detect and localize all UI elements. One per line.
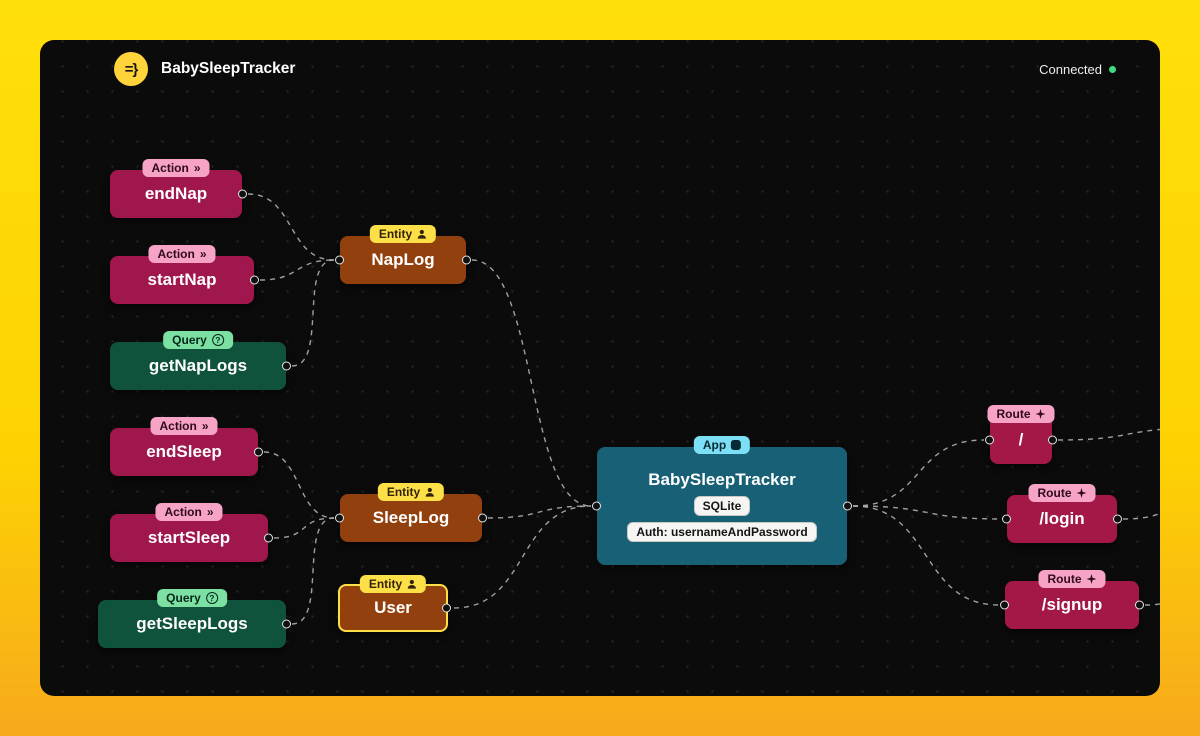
node-label: startSleep xyxy=(147,528,231,547)
entity-badge: Entity xyxy=(377,483,445,501)
port-left[interactable] xyxy=(985,435,994,445)
app-title: BabySleepTracker xyxy=(161,60,296,77)
node-label: BabySleepTracker xyxy=(648,470,796,489)
node-label: NapLog xyxy=(371,250,435,269)
entity-badge-label: Entity xyxy=(368,577,403,591)
port-right[interactable] xyxy=(1113,514,1122,524)
port-right[interactable] xyxy=(282,361,291,371)
port-right[interactable] xyxy=(250,275,259,285)
route-badge: Route xyxy=(987,405,1055,423)
route-sparkle-icon xyxy=(1076,488,1087,498)
app-badge: App xyxy=(693,436,751,454)
app-icon xyxy=(731,440,742,450)
query-icon: ? xyxy=(205,592,218,604)
node-label: endNap xyxy=(144,184,208,203)
node-label: endSleep xyxy=(146,442,222,461)
node-label: / xyxy=(1018,430,1024,449)
port-right[interactable] xyxy=(442,603,451,613)
port-left[interactable] xyxy=(1002,514,1011,524)
node-label: startNap xyxy=(147,270,217,289)
port-right[interactable] xyxy=(264,533,273,543)
app-badge-label: App xyxy=(702,438,727,452)
action-badge-label: Action xyxy=(151,161,189,175)
action-badge: Action » xyxy=(155,503,223,521)
node-app-BabySleepTracker[interactable]: App BabySleepTracker SQLite Auth: userna… xyxy=(592,436,852,565)
node-SleepLog[interactable]: Entity SleepLog xyxy=(335,483,487,542)
entity-badge-label: Entity xyxy=(378,227,413,241)
node-endNap[interactable]: Action » endNap xyxy=(110,159,247,218)
status-dot xyxy=(1109,65,1116,73)
action-icon: » xyxy=(199,247,207,261)
header: =} BabySleepTracker Connected xyxy=(40,40,1160,98)
query-badge-label: Query xyxy=(172,333,207,347)
action-badge-label: Action xyxy=(157,247,195,261)
entity-badge-label: Entity xyxy=(386,485,421,499)
action-badge-label: Action xyxy=(159,419,197,433)
node-User[interactable]: Entity User xyxy=(338,575,451,632)
auth-badge: Auth: usernameAndPassword xyxy=(627,522,817,542)
brand: =} BabySleepTracker xyxy=(114,52,295,86)
route-badge-label: Route xyxy=(1037,486,1072,500)
route-badge-label: Route xyxy=(996,407,1031,421)
node-route-root[interactable]: Route / xyxy=(985,405,1057,464)
connection-status: Connected xyxy=(1039,62,1116,77)
route-badge-label: Route xyxy=(1047,572,1082,586)
query-icon: ? xyxy=(211,334,224,346)
node-route-signup[interactable]: Route /signup xyxy=(1000,570,1144,629)
port-right[interactable] xyxy=(1135,600,1144,610)
node-startNap[interactable]: Action » startNap xyxy=(110,245,259,304)
query-badge: Query ? xyxy=(163,331,233,349)
action-badge: Action » xyxy=(150,417,218,435)
action-icon: » xyxy=(206,505,214,519)
entity-badge: Entity xyxy=(369,225,437,243)
entity-person-icon xyxy=(407,579,417,589)
route-sparkle-icon xyxy=(1086,574,1097,584)
db-badge: SQLite xyxy=(693,496,751,516)
route-badge: Route xyxy=(1038,570,1106,588)
port-right[interactable] xyxy=(462,255,471,265)
node-startSleep[interactable]: Action » startSleep xyxy=(110,503,273,562)
action-badge: Action » xyxy=(142,159,210,177)
query-badge: Query ? xyxy=(157,589,227,607)
node-label: getNapLogs xyxy=(148,356,248,375)
port-right[interactable] xyxy=(282,619,291,629)
port-right[interactable] xyxy=(1048,435,1057,445)
edges-layer xyxy=(247,193,1160,625)
entity-person-icon xyxy=(417,229,427,239)
node-label: SleepLog xyxy=(372,508,450,527)
connection-status-label: Connected xyxy=(1039,61,1102,77)
action-badge: Action » xyxy=(148,245,216,263)
diagram-canvas[interactable]: =} BabySleepTracker Connected Action » e… xyxy=(40,40,1160,696)
port-left[interactable] xyxy=(335,513,344,523)
node-getNapLogs[interactable]: Query ? getNapLogs xyxy=(110,331,291,390)
route-badge: Route xyxy=(1028,484,1096,502)
node-route-login[interactable]: Route /login xyxy=(1002,484,1122,543)
node-getSleepLogs[interactable]: Query ? getSleepLogs xyxy=(98,589,291,648)
port-right[interactable] xyxy=(238,189,247,199)
port-right[interactable] xyxy=(843,501,852,511)
node-endSleep[interactable]: Action » endSleep xyxy=(110,417,263,476)
port-left[interactable] xyxy=(1000,600,1009,610)
wasp-logo-icon: =} xyxy=(114,52,148,86)
port-right[interactable] xyxy=(254,447,263,457)
action-icon: » xyxy=(201,419,209,433)
port-right[interactable] xyxy=(478,513,487,523)
node-label: /signup xyxy=(1041,595,1103,614)
query-badge-label: Query xyxy=(166,591,201,605)
entity-badge: Entity xyxy=(359,575,427,593)
node-label: User xyxy=(374,598,412,617)
node-label: /login xyxy=(1039,509,1085,528)
port-left[interactable] xyxy=(592,501,601,511)
port-left[interactable] xyxy=(335,255,344,265)
route-sparkle-icon xyxy=(1035,409,1046,419)
action-icon: » xyxy=(193,161,201,175)
node-NapLog[interactable]: Entity NapLog xyxy=(335,225,471,284)
node-label: getSleepLogs xyxy=(136,614,248,633)
entity-person-icon xyxy=(425,487,435,497)
action-badge-label: Action xyxy=(164,505,202,519)
